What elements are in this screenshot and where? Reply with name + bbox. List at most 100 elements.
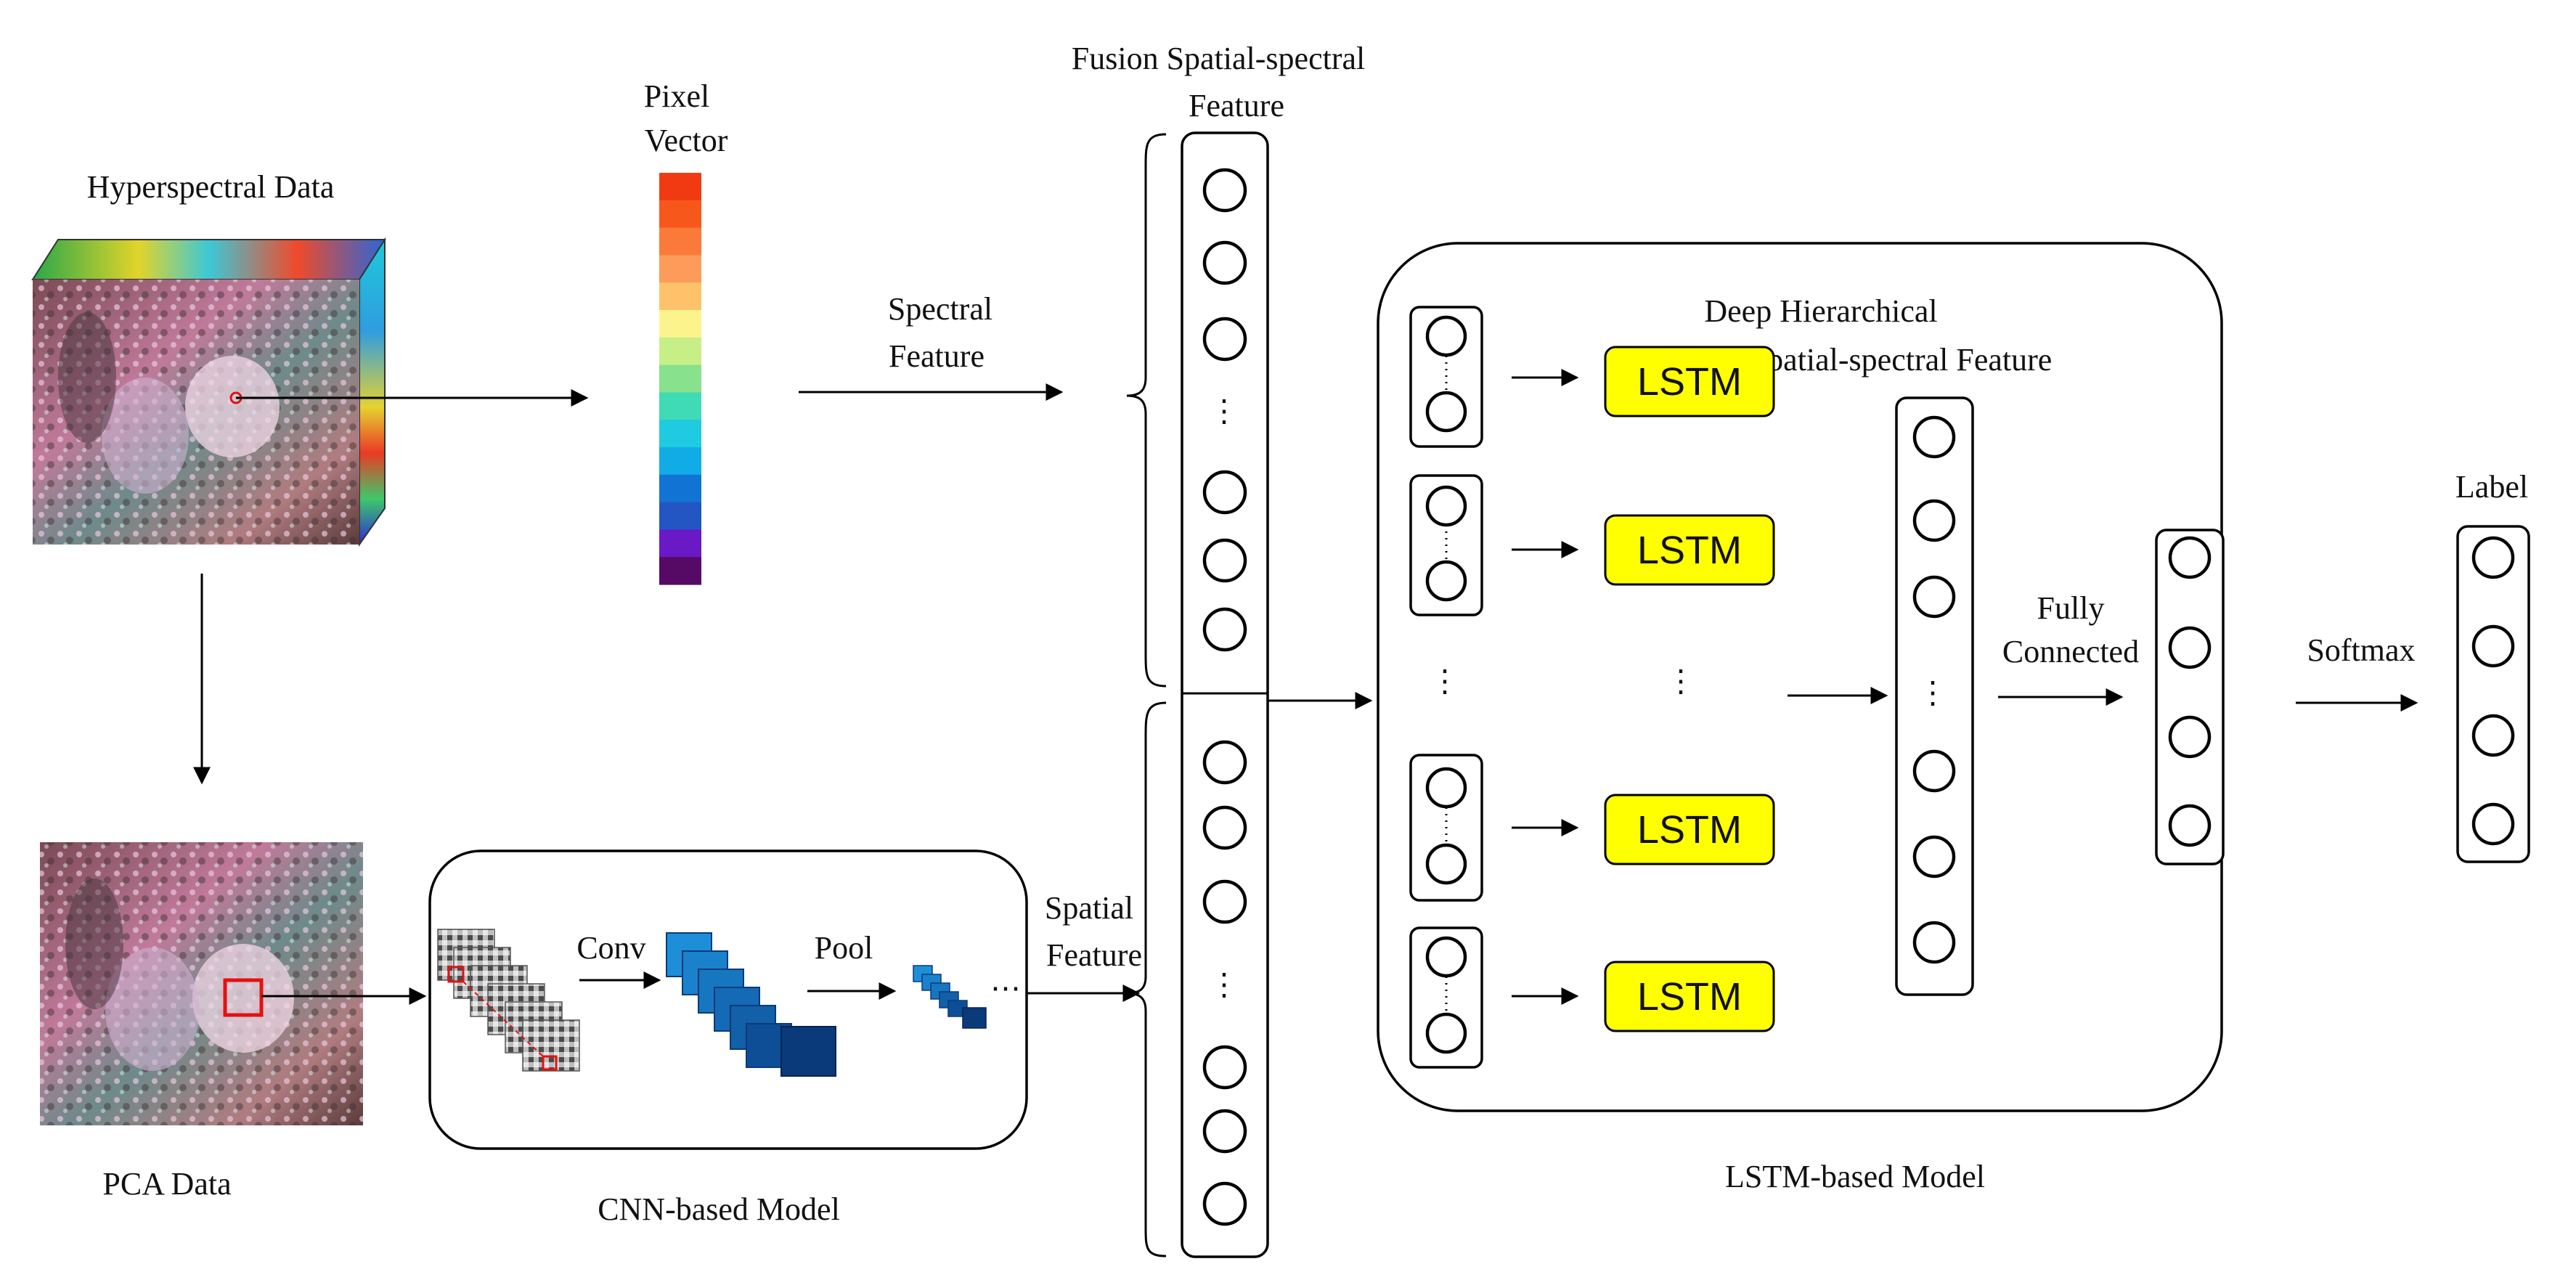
input-node — [1425, 560, 1467, 602]
fully-connected-nodes — [2168, 536, 2212, 847]
lstm-model-label: LSTM-based Model — [1725, 1159, 1985, 1194]
input-node — [1425, 936, 1467, 978]
pixel-label: Pixel — [644, 78, 709, 114]
neuron-node — [1202, 240, 1247, 285]
lstm-row-3: LSTM — [1409, 754, 1775, 902]
neuron-node — [1202, 1045, 1247, 1090]
neuron-node — [2168, 626, 2212, 669]
pixel-vector-cell — [659, 173, 701, 201]
fusion-top-ellipsis: ⋮ — [1209, 395, 1239, 428]
neuron-node — [1202, 168, 1247, 213]
hierarchical-nodes — [1912, 415, 1956, 964]
input-node — [1425, 315, 1467, 357]
pixel-vector-cell — [659, 529, 701, 558]
neuron-node — [1202, 538, 1247, 583]
spectral-brace — [1126, 133, 1167, 688]
fusion-feature-column — [1181, 131, 1269, 1258]
neuron-node — [1912, 499, 1956, 542]
neuron-node — [2471, 536, 2515, 579]
fusion-bottom-ellipsis: ⋮ — [1209, 969, 1239, 1002]
fusion-nodes — [1202, 168, 1247, 1226]
input-node — [1425, 767, 1467, 809]
pixel-vector-cell — [659, 227, 701, 256]
pixel-vector-cell — [659, 474, 701, 503]
conv-label: Conv — [576, 930, 645, 966]
connected-label: Connected — [2002, 634, 2139, 669]
fusion-label: Fusion Spatial-spectral — [1072, 41, 1366, 76]
neuron-node — [1912, 835, 1956, 879]
label-nodes — [2471, 536, 2515, 846]
lstm-cell-label: LSTM — [1637, 360, 1742, 404]
spectral-label: Spectral — [888, 291, 993, 327]
conv-feature-maps — [666, 932, 836, 1077]
pixel-vector-cell — [659, 282, 701, 311]
fully-connected-column — [2155, 529, 2225, 865]
neuron-node — [2471, 624, 2515, 668]
spatial-label: Spatial — [1045, 890, 1133, 926]
neuron-node — [2168, 804, 2212, 847]
vector-label: Vector — [645, 123, 728, 158]
hyperspectral-cube — [31, 237, 386, 547]
lstm-row-4: LSTM — [1409, 926, 1775, 1069]
hierarchical-ellipsis: ⋮ — [1917, 677, 1948, 710]
neuron-node — [1202, 1109, 1247, 1154]
lstm-cell-label: LSTM — [1637, 975, 1742, 1019]
pixel-vector-cell — [659, 255, 701, 283]
hierarchical-feature-column — [1895, 396, 1974, 996]
neuron-node — [1912, 415, 1956, 459]
neuron-node — [1202, 740, 1247, 785]
input-patches — [437, 929, 580, 1072]
pixel-vector-bar — [659, 173, 701, 585]
neuron-node — [1912, 749, 1956, 793]
neuron-node — [1202, 879, 1247, 924]
fully-label: Fully — [2037, 590, 2105, 626]
lstm-cell-4 — [1604, 961, 1775, 1032]
neuron-node — [1202, 470, 1247, 515]
input-node — [1425, 485, 1467, 527]
lstm-row-2: LSTM — [1409, 474, 1775, 616]
cnn-model-label: CNN-based Model — [598, 1191, 840, 1227]
cnn-more-dots: ⋯ — [990, 972, 1021, 1006]
hyperspectral-data-label: Hyperspectral Data — [87, 169, 335, 205]
pca-data-label: PCA Data — [102, 1166, 231, 1202]
spatial-brace — [1126, 701, 1167, 1258]
pixel-vector-cell — [659, 502, 701, 530]
lstm-cell-1 — [1604, 346, 1775, 417]
spatial-feature-label: Feature — [1046, 937, 1142, 973]
pixel-vector-cell — [659, 310, 701, 338]
pixel-vector-cell — [659, 337, 701, 366]
input-node — [1425, 1012, 1467, 1054]
neuron-node — [1202, 317, 1247, 362]
pixel-vector-cell — [659, 200, 701, 229]
lstm-cells-ellipsis: ⋮ — [1666, 665, 1696, 698]
pool-label: Pool — [815, 930, 873, 966]
lstm-inputs-ellipsis: ⋮ — [1430, 665, 1460, 698]
fusion-feature-label: Feature — [1189, 88, 1284, 123]
lstm-cell-label: LSTM — [1637, 529, 1742, 572]
neuron-node — [2471, 714, 2515, 757]
pixel-vector-cell — [659, 557, 701, 585]
input-node — [1425, 391, 1467, 433]
pixel-vector-cell — [659, 420, 701, 448]
softmax-label: Softmax — [2307, 632, 2415, 668]
pool-feature-maps — [913, 965, 987, 1029]
label-column — [2456, 525, 2530, 863]
neuron-node — [2168, 715, 2212, 759]
deep-hierarchical-feature-label: Spatial-spectral Feature — [1750, 342, 2053, 378]
label-title: Label — [2455, 469, 2528, 505]
pca-image — [40, 842, 363, 1125]
neuron-node — [2471, 802, 2515, 846]
pixel-vector-cell — [659, 392, 701, 420]
lstm-cell-3 — [1604, 794, 1775, 865]
pixel-vector-cell — [659, 447, 701, 476]
neuron-node — [2168, 536, 2212, 579]
spectral-feature-label: Feature — [889, 338, 985, 374]
pixel-vector-cell — [659, 364, 701, 393]
neuron-node — [1202, 1181, 1247, 1226]
neuron-node — [1912, 575, 1956, 619]
deep-hierarchical-label: Deep Hierarchical — [1704, 293, 1937, 329]
lstm-cell-2 — [1604, 514, 1775, 586]
neuron-node — [1912, 921, 1956, 964]
input-node — [1425, 843, 1467, 885]
